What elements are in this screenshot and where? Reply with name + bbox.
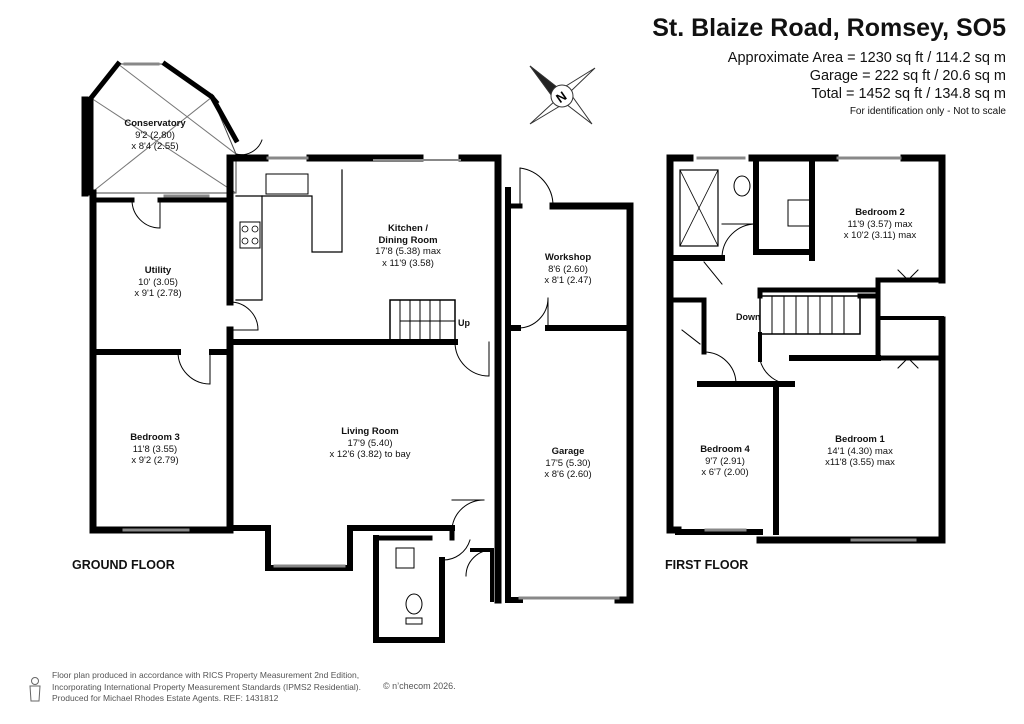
footer-line-1: Floor plan produced in accordance with R… [52, 670, 360, 680]
room-bedroom-2: Bedroom 2 11'9 (3.57) max x 10'2 (3.11) … [843, 207, 917, 241]
room-utility: Utility 10' (3.05) x 9'1 (2.78) [134, 265, 182, 299]
room-workshop: Workshop 8'6 (2.60) x 8'1 (2.47) [544, 252, 592, 286]
room-kitchen-dining: Kitchen / Dining Room 17'8 (5.38) max x … [375, 223, 441, 269]
stairs-up-label: Up [458, 318, 470, 328]
footer-notes: Floor plan produced in accordance with R… [52, 670, 361, 705]
disclaimer-note: For identification only - Not to scale [849, 106, 1006, 117]
total-area: Total = 1452 sq ft / 134.8 sq m [811, 86, 1006, 102]
ground-floor-label: GROUND FLOOR [72, 558, 175, 572]
compass-rose [529, 65, 596, 125]
room-bedroom-4: Bedroom 4 9'7 (2.91) x 6'7 (2.00) [700, 444, 750, 478]
room-bedroom-3: Bedroom 3 11'8 (3.55) x 9'2 (2.79) [130, 432, 180, 466]
room-garage: Garage 17'5 (5.30) x 8'6 (2.60) [544, 446, 592, 480]
nichecom-brand: © n’checom 2026. [383, 681, 456, 691]
stairs-down-label: Down [736, 312, 761, 322]
footer-line-2: Incorporating International Property Mea… [52, 681, 361, 692]
ipms-person-icon [29, 677, 41, 702]
room-living-room: Living Room 17'9 (5.40) x 12'6 (3.82) to… [329, 426, 411, 460]
room-conservatory: Conservatory 9'2 (2.80) x 8'4 (2.55) [124, 118, 186, 152]
property-title: St. Blaize Road, Romsey, SO5 [652, 14, 1006, 42]
room-bedroom-1: Bedroom 1 14'1 (4.30) max x11'8 (3.55) m… [825, 434, 895, 468]
footer-line-3: Produced for Michael Rhodes Estate Agent… [52, 693, 279, 703]
first-floor-label: FIRST FLOOR [665, 558, 749, 572]
approx-area: Approximate Area = 1230 sq ft / 114.2 sq… [727, 50, 1006, 66]
garage-area: Garage = 222 sq ft / 20.6 sq m [809, 68, 1006, 84]
